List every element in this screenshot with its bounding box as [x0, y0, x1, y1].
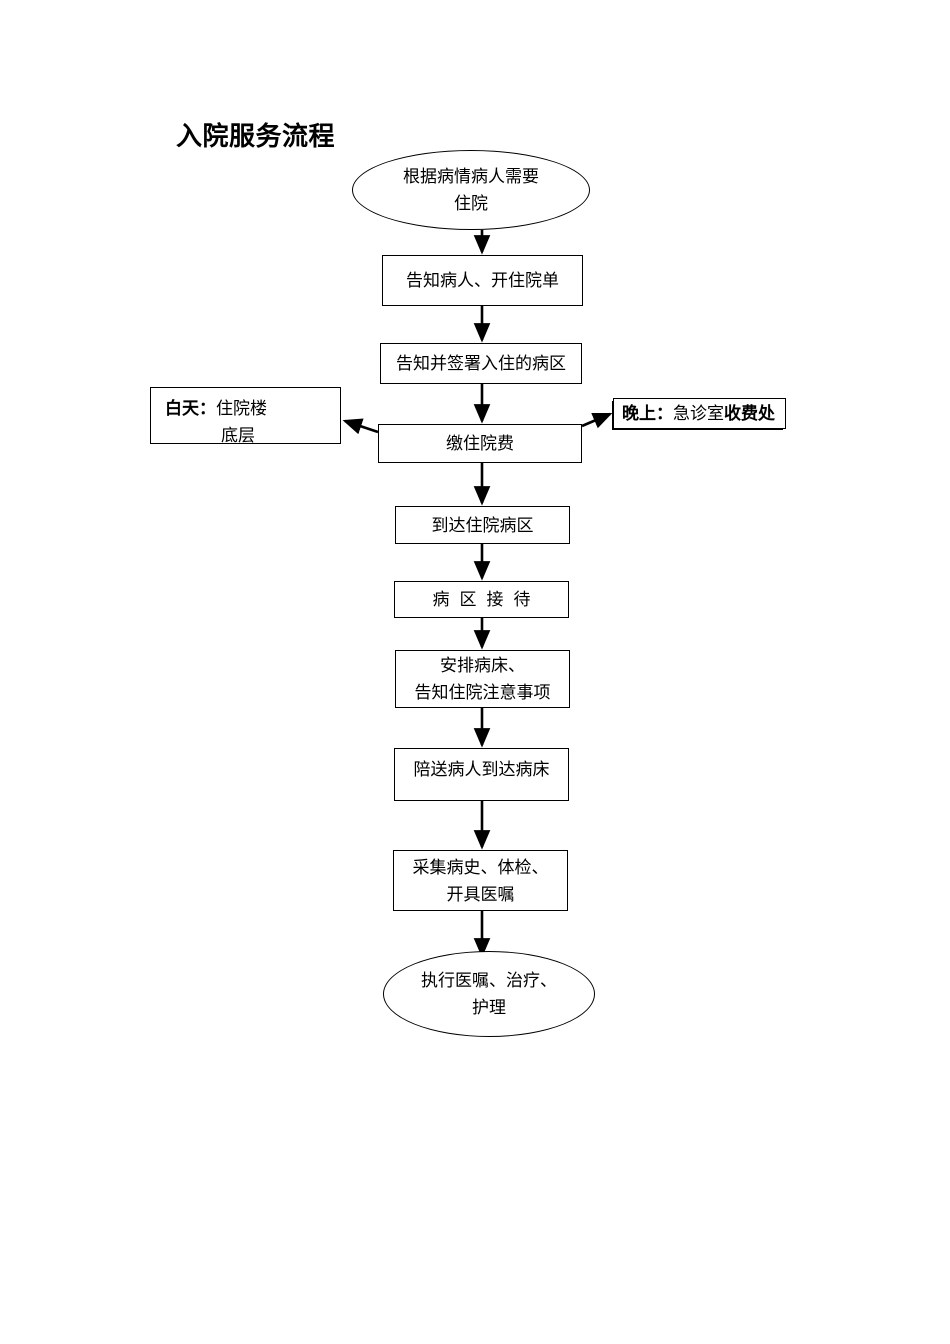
node-notify-label: 告知病人、开住院单 — [406, 271, 559, 290]
node-arrange-bed-and-inform[interactable]: 安排病床、 告知住院注意事项 — [395, 650, 570, 708]
node-night-middle: 急诊室 — [673, 404, 724, 423]
node-arrive-label: 到达住院病区 — [431, 515, 534, 535]
node-sign-label: 告知并签署入住的病区 — [396, 354, 566, 373]
node-execute-orders-treatment-nursing[interactable]: 执行医嘱、治疗、 护理 — [383, 951, 595, 1037]
node-arrange-line2: 告知住院注意事项 — [414, 683, 551, 702]
node-escort-label: 陪送病人到达病床 — [413, 760, 550, 779]
node-start-line2: 住院 — [454, 194, 488, 213]
node-collect-line2: 开具医嘱 — [446, 884, 515, 904]
node-reception-label: 病区接待 — [432, 590, 541, 609]
page-title: 入院服务流程 — [176, 121, 336, 151]
node-pay-label: 缴住院费 — [446, 434, 514, 453]
node-pay-hospitalization-fee[interactable]: 缴住院费 — [378, 424, 582, 463]
edge-pay-night — [581, 412, 613, 429]
node-night-line: 晚上：急诊室收费处 — [622, 400, 775, 427]
node-execute-line1: 执行医嘱、治疗、 — [421, 971, 557, 990]
node-collect-history-exam-orders[interactable]: 采集病史、体检、 开具医嘱 — [393, 850, 568, 911]
node-arrive-at-ward[interactable]: 到达住院病区 — [395, 506, 570, 544]
node-night-prefix: 晚上： — [622, 404, 673, 423]
node-night-suffix: 收费处 — [724, 404, 775, 423]
node-night-emergency-cashier[interactable]: 晚上：急诊室收费处 — [613, 398, 786, 429]
node-daytime-inpatient-building[interactable]: 白天：住院楼 底层 — [150, 387, 341, 445]
node-daytime-prefix: 白天： — [165, 399, 216, 418]
node-arrange-line1: 安排病床、 — [440, 656, 525, 675]
node-escort-patient-to-bed[interactable]: 陪送病人到达病床 — [394, 748, 569, 801]
node-daytime-line2: 底层 — [221, 426, 255, 445]
node-collect-line1: 采集病史、体检、 — [412, 857, 549, 877]
node-start-hospitalization-needed[interactable]: 根据病情病人需要 住院 — [352, 150, 590, 230]
edge-pay-daytime — [342, 418, 379, 435]
node-ward-reception[interactable]: 病区接待 — [394, 581, 569, 618]
node-start-line1: 根据病情病人需要 — [403, 167, 539, 186]
node-daytime-value: 住院楼 — [216, 399, 267, 418]
node-execute-line2: 护理 — [472, 998, 506, 1017]
node-notify-patient-issue-admission-form[interactable]: 告知病人、开住院单 — [382, 255, 583, 306]
node-daytime-line1: 白天：住院楼 — [165, 395, 267, 422]
node-inform-and-sign-ward[interactable]: 告知并签署入住的病区 — [380, 343, 582, 384]
